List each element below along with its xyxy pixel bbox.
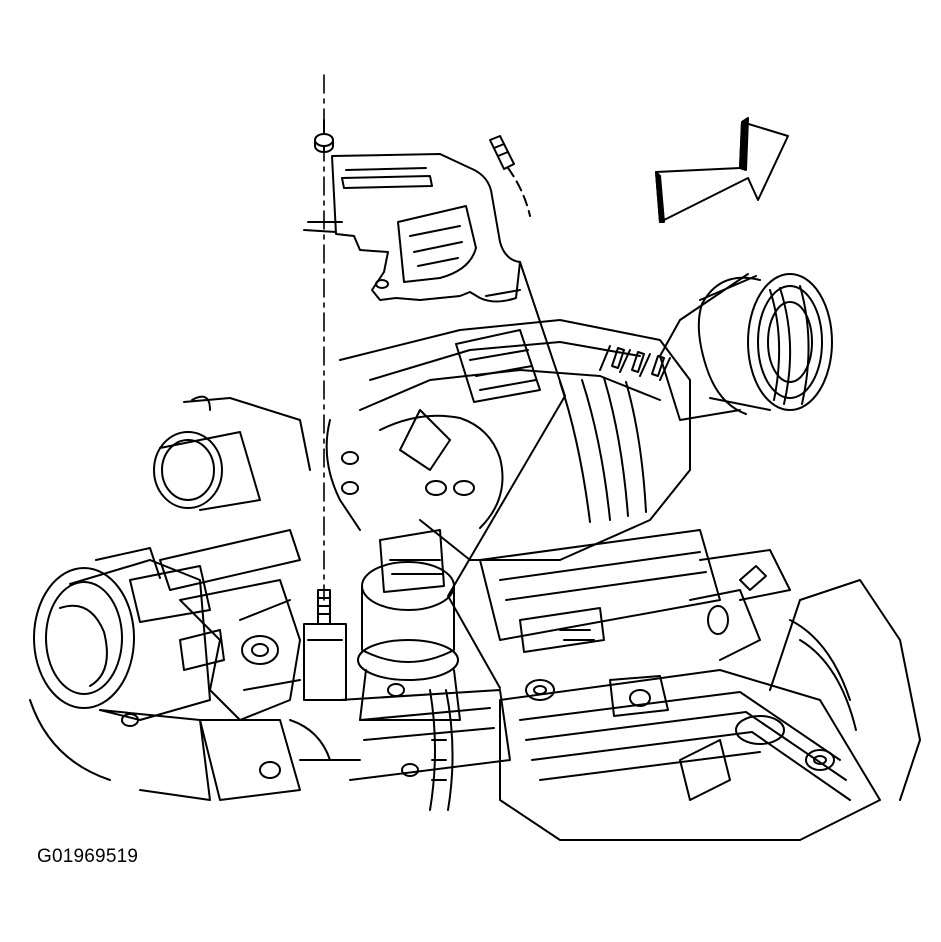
supercharger-pulley — [660, 274, 832, 420]
supercharger-housing — [327, 320, 690, 560]
throttle-body — [34, 548, 210, 720]
valve-cover — [500, 580, 920, 840]
fuel-rail — [480, 530, 790, 716]
intake-manifold — [30, 690, 510, 800]
mounting-stud — [304, 590, 346, 700]
nut-icon — [315, 134, 333, 152]
throttle-linkage — [160, 530, 360, 800]
heat-shield — [304, 154, 520, 302]
figure-id-label: G01969519 — [37, 846, 139, 867]
egr-valve — [358, 530, 460, 810]
filler-cap — [154, 397, 310, 510]
front-direction-arrow-icon — [656, 118, 788, 222]
bolt-icon — [490, 136, 530, 216]
shield-location-leader — [448, 262, 565, 688]
